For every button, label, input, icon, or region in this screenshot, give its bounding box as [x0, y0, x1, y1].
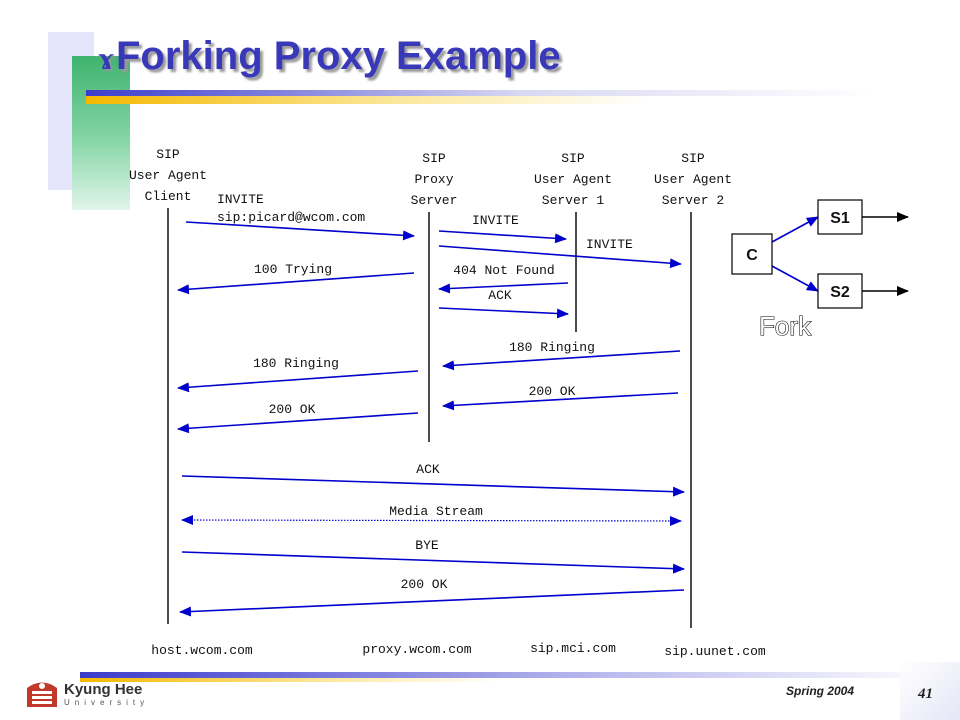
title-underline-accent: [86, 96, 646, 104]
fork-caption: Fork: [759, 311, 812, 341]
message-label: ACK: [416, 462, 440, 477]
fork-branch-s2-box: [817, 273, 863, 309]
university-subtitle: University: [64, 698, 150, 707]
message: 180 Ringing: [177, 356, 419, 393]
university-name: Kyung Hee: [64, 681, 143, 698]
message-arrow: [438, 230, 567, 244]
university-logo-icon: [27, 682, 57, 707]
message-label: 404 Not Found: [453, 263, 554, 278]
title-bullet-icon: ɤ: [98, 40, 115, 76]
message: Media Stream: [181, 504, 682, 526]
entity-label-line: Server: [411, 193, 458, 208]
message: 200 OK: [442, 384, 679, 411]
entity-label-line: Server 1: [542, 193, 605, 208]
entity-label-line: Proxy: [414, 172, 453, 187]
message-arrow: [181, 515, 682, 526]
message-arrow: [438, 245, 682, 269]
message: INVITE: [438, 237, 682, 269]
footer-date: Spring 2004: [786, 684, 855, 698]
message: 404 Not Found: [438, 263, 569, 294]
entity-host: sip.mci.com: [530, 641, 616, 656]
fork-branch-s1-label: S1: [830, 210, 850, 227]
slide-title: Forking Proxy Example: [116, 34, 561, 78]
message-arrow: [442, 350, 681, 371]
message-label: 200 OK: [401, 577, 448, 592]
message: ACK: [438, 288, 569, 319]
message-arrow: [438, 307, 569, 319]
fork-branch-s1-box: [817, 199, 863, 235]
decor-green-block: [72, 56, 130, 210]
fork-branch-s2-label: S2: [830, 284, 850, 301]
entity-label-line: User Agent: [654, 172, 732, 187]
decor-corner: [900, 662, 960, 720]
message-label: BYE: [415, 538, 439, 553]
message-arrow: [177, 370, 419, 393]
entity-label-line: SIP: [681, 151, 705, 166]
entity-host: host.wcom.com: [151, 643, 253, 658]
message-arrow: [177, 272, 415, 295]
message: 180 Ringing: [442, 340, 681, 371]
message-arrow: [181, 475, 685, 497]
message-arrow: [179, 589, 685, 617]
message: INVITE sip:picard@wcom.com: [185, 192, 415, 241]
message: INVITE: [438, 213, 567, 244]
footer-line: [80, 672, 940, 678]
entity-label-line: SIP: [156, 147, 180, 162]
message-arrow: [177, 412, 419, 434]
message: 200 OK: [177, 402, 419, 434]
message: 100 Trying: [177, 262, 415, 295]
entity-label-line: Client: [145, 189, 192, 204]
message-label: 180 Ringing: [509, 340, 595, 355]
message-label: 180 Ringing: [253, 356, 339, 371]
message-label: 100 Trying: [254, 262, 332, 277]
fork-arrow-s2: [771, 265, 819, 292]
footer-line-accent: [80, 678, 500, 682]
fork-source-box: [731, 233, 773, 275]
title-underline: [86, 90, 876, 96]
message-arrow: [438, 282, 569, 294]
message: ACK: [181, 462, 685, 497]
entity-label-line: User Agent: [534, 172, 612, 187]
entity-label-line: User Agent: [129, 168, 207, 183]
entity-label-line: Server 2: [662, 193, 724, 208]
entity-label-line: SIP: [561, 151, 585, 166]
fork-source-label: C: [746, 247, 758, 264]
fork-arrow-s1: [771, 216, 819, 243]
message: 200 OK: [179, 577, 685, 617]
entity-label-line: SIP: [422, 151, 446, 166]
message-label: ACK: [488, 288, 512, 303]
message-label: 200 OK: [529, 384, 576, 399]
message-arrow: [181, 551, 685, 574]
message-label: INVITE: [217, 192, 264, 207]
message-label: INVITE: [472, 213, 519, 228]
message: BYE: [181, 538, 685, 574]
entity-host: proxy.wcom.com: [362, 642, 471, 657]
message-arrow: [185, 221, 415, 241]
message-label-uri: sip:picard@wcom.com: [217, 210, 365, 225]
message-label: INVITE: [586, 237, 633, 252]
message-arrow: [442, 392, 679, 411]
message-label: Media Stream: [389, 504, 483, 519]
message-label: 200 OK: [269, 402, 316, 417]
entity-host: sip.uunet.com: [664, 644, 766, 659]
page-number: 41: [918, 686, 933, 702]
